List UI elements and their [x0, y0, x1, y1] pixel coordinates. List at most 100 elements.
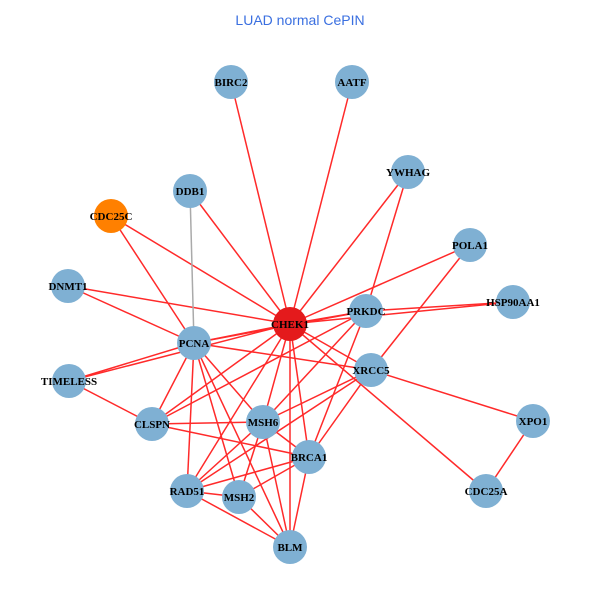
edge-msh6-rad51	[186, 421, 264, 492]
edge-pcna-msh2	[193, 342, 240, 498]
edge-clspn-msh6	[151, 421, 264, 425]
edge-msh6-blm	[262, 421, 291, 548]
node-circle[interactable]	[135, 407, 169, 441]
node-circle[interactable]	[214, 65, 248, 99]
edge-brca1-prkdc	[308, 310, 367, 458]
node-label: CDC25C	[90, 211, 133, 223]
node-aatf[interactable]: AATF	[335, 65, 369, 99]
node-label: CLSPN	[134, 419, 170, 431]
node-circle[interactable]	[354, 353, 388, 387]
node-circle[interactable]	[349, 294, 383, 328]
node-circle[interactable]	[516, 404, 550, 438]
edge-chek1-cdc25a	[289, 323, 487, 492]
node-label: PCNA	[179, 338, 210, 350]
node-rad51[interactable]: RAD51	[170, 474, 205, 508]
edge-rad51-blm	[186, 490, 291, 548]
edge-msh6-prkdc	[262, 310, 367, 423]
edge-pcna-timeless	[68, 342, 195, 382]
node-label: YWHAG	[386, 167, 430, 179]
node-hsp90aa1[interactable]: HSP90AA1	[486, 285, 540, 319]
node-circle[interactable]	[94, 199, 128, 233]
edge-clspn-prkdc	[151, 310, 367, 425]
node-circle[interactable]	[52, 364, 86, 398]
edge-chek1-pola1	[289, 244, 471, 325]
node-clspn[interactable]: CLSPN	[134, 407, 170, 441]
chart-title: LUAD normal CePIN	[235, 12, 365, 28]
node-label: XRCC5	[352, 365, 390, 377]
edge-clspn-brca1	[151, 423, 310, 458]
node-label: DNMT1	[48, 281, 87, 293]
node-msh2[interactable]: MSH2	[222, 480, 256, 514]
node-circle[interactable]	[273, 530, 307, 564]
node-circle[interactable]	[222, 480, 256, 514]
edge-pcna-rad51	[186, 342, 195, 492]
node-ddb1[interactable]: DDB1	[173, 174, 207, 208]
node-pcna[interactable]: PCNA	[177, 326, 211, 360]
edge-xrcc5-xpo1	[370, 369, 534, 422]
edge-cdc25c-pcna	[110, 215, 195, 344]
node-label: BIRC2	[214, 77, 248, 89]
edge-chek1-rad51	[186, 323, 291, 492]
node-cdc25a[interactable]: CDC25A	[465, 474, 508, 508]
edge-pcna-msh6	[193, 342, 264, 423]
node-label: CHEK1	[271, 319, 309, 331]
edge-chek1-hsp90aa1	[289, 301, 514, 325]
node-circle[interactable]	[453, 228, 487, 262]
edge-msh6-xrcc5	[262, 369, 372, 423]
node-circle[interactable]	[170, 474, 204, 508]
node-circle[interactable]	[496, 285, 530, 319]
edge-prkdc-hsp90aa1	[365, 301, 514, 312]
edge-chek1-ywhag	[289, 171, 409, 325]
node-dnmt1[interactable]: DNMT1	[48, 269, 88, 303]
edge-chek1-ddb1	[189, 190, 291, 325]
node-circle[interactable]	[273, 307, 307, 341]
node-label: PRKDC	[346, 306, 385, 318]
node-circle[interactable]	[391, 155, 425, 189]
node-circle[interactable]	[51, 269, 85, 303]
edge-dnmt1-pcna	[67, 285, 195, 344]
node-msh6[interactable]: MSH6	[246, 405, 280, 439]
node-timeless[interactable]: TIMELESS	[41, 364, 97, 398]
node-label: CDC25A	[465, 486, 508, 498]
edge-pola1-xrcc5	[370, 244, 471, 371]
edge-ddb1-pcna	[189, 190, 195, 344]
node-birc2[interactable]: BIRC2	[214, 65, 248, 99]
edge-brca1-xrcc5	[308, 369, 372, 458]
node-cdc25c[interactable]: CDC25C	[90, 199, 133, 233]
node-label: BLM	[277, 542, 303, 554]
node-chek1[interactable]: CHEK1	[271, 307, 309, 341]
node-label: TIMELESS	[41, 376, 97, 388]
node-label: AATF	[337, 77, 366, 89]
node-label: HSP90AA1	[486, 297, 540, 309]
node-prkdc[interactable]: PRKDC	[346, 294, 386, 328]
node-label: MSH6	[248, 417, 279, 429]
edge-chek1-cdc25c	[110, 215, 291, 325]
edge-pcna-blm	[193, 342, 291, 548]
node-xrcc5[interactable]: XRCC5	[352, 353, 390, 387]
edge-chek1-timeless	[68, 323, 291, 382]
node-label: BRCA1	[291, 452, 328, 464]
node-blm[interactable]: BLM	[273, 530, 307, 564]
node-label: RAD51	[170, 486, 205, 498]
edge-chek1-aatf	[289, 81, 353, 325]
edge-chek1-birc2	[230, 81, 291, 325]
edge-chek1-brca1	[289, 323, 310, 458]
node-circle[interactable]	[177, 326, 211, 360]
edge-rad51-xrcc5	[186, 369, 372, 492]
node-xpo1[interactable]: XPO1	[516, 404, 550, 438]
node-circle[interactable]	[173, 174, 207, 208]
node-circle[interactable]	[335, 65, 369, 99]
edge-brca1-rad51	[186, 456, 310, 492]
node-label: MSH2	[224, 492, 255, 504]
node-brca1[interactable]: BRCA1	[291, 440, 328, 474]
node-ywhag[interactable]: YWHAG	[386, 155, 430, 189]
node-circle[interactable]	[292, 440, 326, 474]
edge-chek1-dnmt1	[67, 285, 291, 325]
node-circle[interactable]	[246, 405, 280, 439]
edge-ywhag-prkdc	[365, 171, 409, 312]
node-pola1[interactable]: POLA1	[452, 228, 488, 262]
node-label: POLA1	[452, 240, 488, 252]
node-circle[interactable]	[469, 474, 503, 508]
